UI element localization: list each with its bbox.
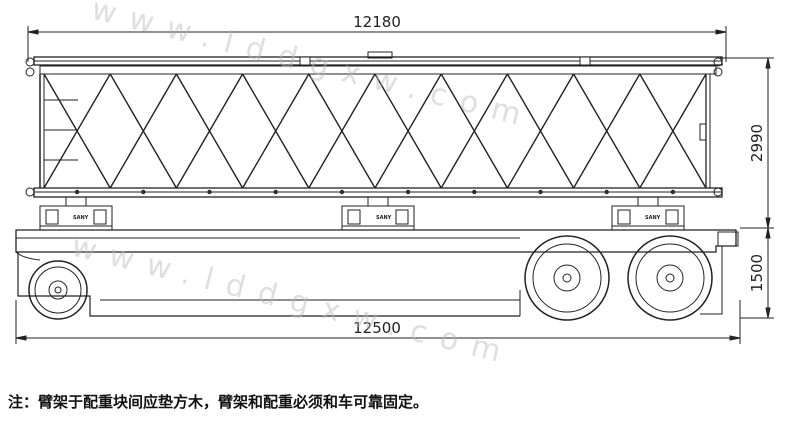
lattice-node bbox=[141, 189, 146, 195]
lattice-diagonal bbox=[440, 73, 509, 189]
lattice-diagonal bbox=[109, 73, 178, 189]
note-text: 注：臂架于配重块间应垫方木，臂架和配重必须和车可靠固定。 bbox=[8, 393, 429, 411]
support-part bbox=[617, 209, 631, 225]
boom-truss bbox=[25, 51, 723, 198]
support-part bbox=[395, 209, 409, 225]
lattice-node bbox=[273, 189, 278, 195]
badge-middle: SANY bbox=[376, 215, 392, 221]
support-block bbox=[39, 196, 113, 231]
lattice-node bbox=[604, 189, 609, 195]
front-wheel bbox=[28, 260, 88, 320]
dim-text-1500: 1500 bbox=[748, 254, 766, 292]
support-block bbox=[611, 196, 685, 231]
rear-wheel-1 bbox=[524, 235, 610, 321]
rear-wheel-2 bbox=[627, 235, 713, 321]
dim-text-12500: 12500 bbox=[353, 319, 401, 337]
lattice-diagonal bbox=[308, 73, 376, 189]
lattice-node bbox=[670, 189, 676, 195]
dimension-12500 bbox=[15, 300, 741, 344]
support-part bbox=[637, 196, 659, 207]
lattice-diagonal bbox=[43, 73, 111, 189]
lattice-node bbox=[405, 189, 411, 195]
lattice-node bbox=[538, 189, 543, 195]
boom-supports bbox=[39, 196, 685, 231]
lattice-node bbox=[339, 189, 345, 195]
boom-lattice bbox=[43, 73, 707, 195]
lattice-diagonal bbox=[241, 73, 310, 189]
support-part bbox=[347, 209, 361, 225]
dimension-12180 bbox=[27, 26, 727, 62]
lattice-diagonal bbox=[639, 73, 707, 189]
lattice-node bbox=[74, 189, 80, 195]
badge-left: SANY bbox=[73, 215, 89, 221]
support-part bbox=[45, 209, 59, 225]
dim-text-12180: 12180 bbox=[353, 13, 401, 31]
lattice-diagonal bbox=[572, 73, 641, 189]
support-part bbox=[93, 209, 107, 225]
dim-text-2990: 2990 bbox=[748, 124, 766, 162]
watermark-lower: www.lddgxw.com bbox=[68, 229, 518, 373]
support-part bbox=[367, 196, 389, 207]
dimension-1500 bbox=[740, 227, 774, 319]
badge-right: SANY bbox=[645, 215, 661, 221]
lattice-diagonal bbox=[374, 73, 442, 189]
watermark-upper: www.lddgxw.com bbox=[88, 0, 538, 136]
lattice-diagonal bbox=[506, 73, 575, 189]
support-part bbox=[65, 196, 87, 207]
trailer-body bbox=[15, 229, 739, 317]
lattice-node bbox=[207, 189, 212, 195]
support-block bbox=[341, 196, 415, 231]
lattice-diagonal bbox=[175, 73, 244, 189]
support-part bbox=[665, 209, 679, 225]
lattice-node bbox=[472, 189, 477, 195]
